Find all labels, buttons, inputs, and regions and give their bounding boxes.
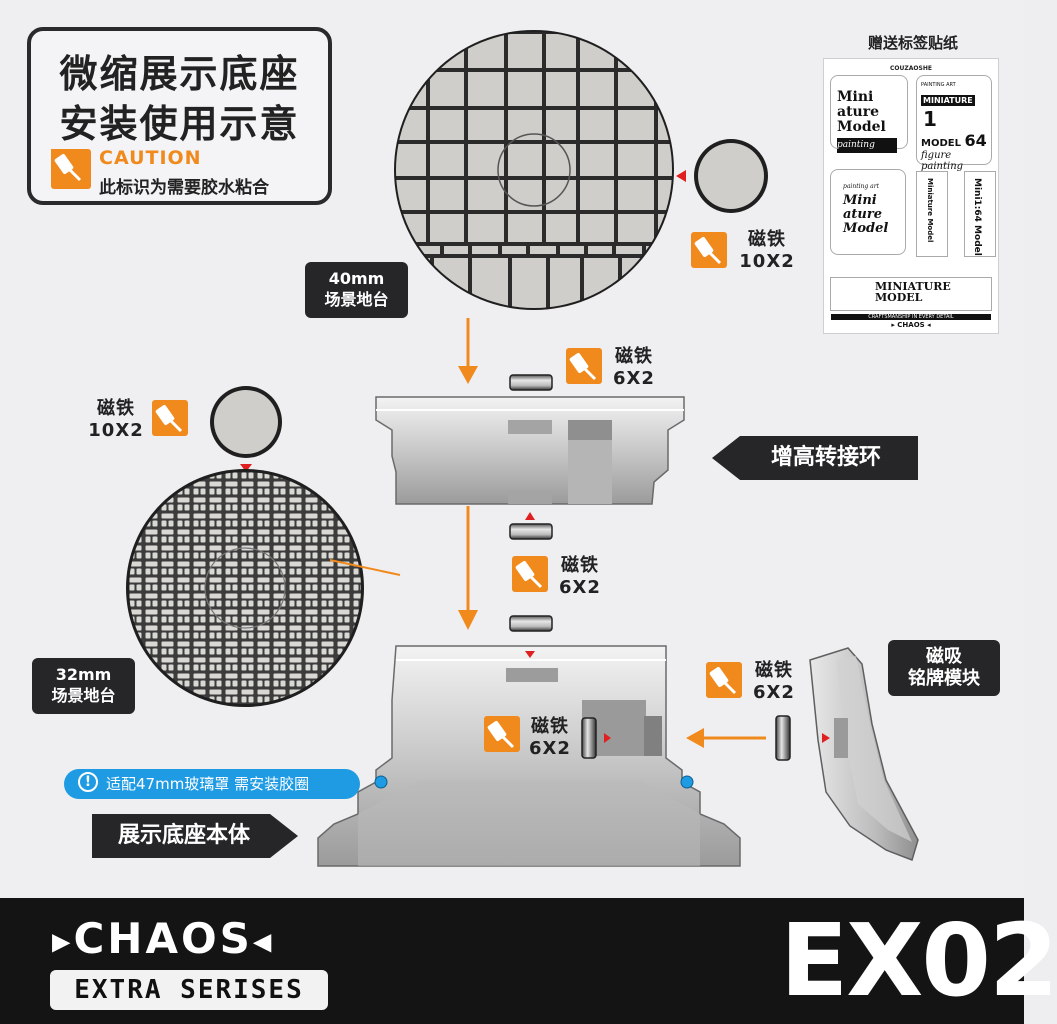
glue-icon-ring-top xyxy=(566,348,602,384)
sticker-b: PAINTING ART MINIATURE1 MODEL 64 figure … xyxy=(916,75,992,172)
sticker-brand-top: COUZAOSHE xyxy=(890,65,932,72)
glue-icon-top xyxy=(691,232,727,268)
title-line-2: 安装使用示意 xyxy=(59,102,300,146)
title-panel: 微缩展示底座 安装使用示意 CAUTION 此标识为需要胶水粘合 xyxy=(27,27,332,205)
arrow-down-2 xyxy=(458,506,478,630)
glue-bottle-icon xyxy=(51,149,91,189)
arrow-down-1 xyxy=(458,318,478,384)
magnet-6x2-under-adapter xyxy=(509,523,553,540)
sticker-heading: 赠送标签贴纸 xyxy=(868,34,959,52)
tag-nameplate: 磁吸铭牌模块 xyxy=(888,640,1000,696)
sticker-f: MINIATURE MODEL CRAFTSMANSHIP IN EVERY D… xyxy=(830,277,992,320)
title-line-1: 微缩展示底座 xyxy=(59,52,300,96)
base-body-part xyxy=(317,645,741,867)
series-label: EXTRA SERISES xyxy=(50,970,328,1010)
sticker-footer: ▸ CHAOS ◂ xyxy=(891,321,931,329)
caution-note: 此标识为需要胶水粘合 xyxy=(99,178,269,198)
glue-icon-plate xyxy=(706,662,742,698)
glue-icon-left xyxy=(152,400,188,436)
adapter-ring-part xyxy=(375,396,685,505)
brand-name: CHAOS xyxy=(73,914,253,963)
caution-word: CAUTION xyxy=(99,147,202,169)
arrow-left xyxy=(686,728,766,748)
nameplate-part xyxy=(809,647,919,861)
brand-arrow-left-icon: ▶ xyxy=(52,927,74,956)
brand-logo: ▶CHAOS◀ xyxy=(52,914,274,963)
scene-disc-32mm xyxy=(126,469,401,707)
sticker-d: Miniature Model xyxy=(916,171,948,257)
tag-base-body: 展示底座本体 xyxy=(92,814,298,858)
scene-disc-40mm xyxy=(394,30,674,310)
footer-band: ▶CHAOS◀ EXTRA SERISES EX02 xyxy=(0,898,1057,1024)
assembly-diagram xyxy=(126,30,919,867)
glue-icon-body xyxy=(484,716,520,752)
glass-dome-note: !适配47mm玻璃罩 需安装胶圈 xyxy=(64,769,360,799)
magnet-6x2-plate xyxy=(775,715,791,761)
brand-arrow-right-icon: ◀ xyxy=(252,927,275,956)
product-code: EX02 xyxy=(780,902,1057,1019)
magnet-6x2-top xyxy=(509,374,553,391)
glue-icon-mid xyxy=(512,556,548,592)
magnet-6x2-body xyxy=(581,717,597,759)
magnet-disc-left xyxy=(210,386,282,472)
sticker-e: Mini1:64 Model xyxy=(964,171,996,257)
tag-adapter-ring: 增高转接环 xyxy=(712,436,918,480)
magnet-6x2-mid xyxy=(509,615,553,632)
exclamation-icon: ! xyxy=(78,772,98,792)
magnet-disc-top xyxy=(676,139,768,213)
